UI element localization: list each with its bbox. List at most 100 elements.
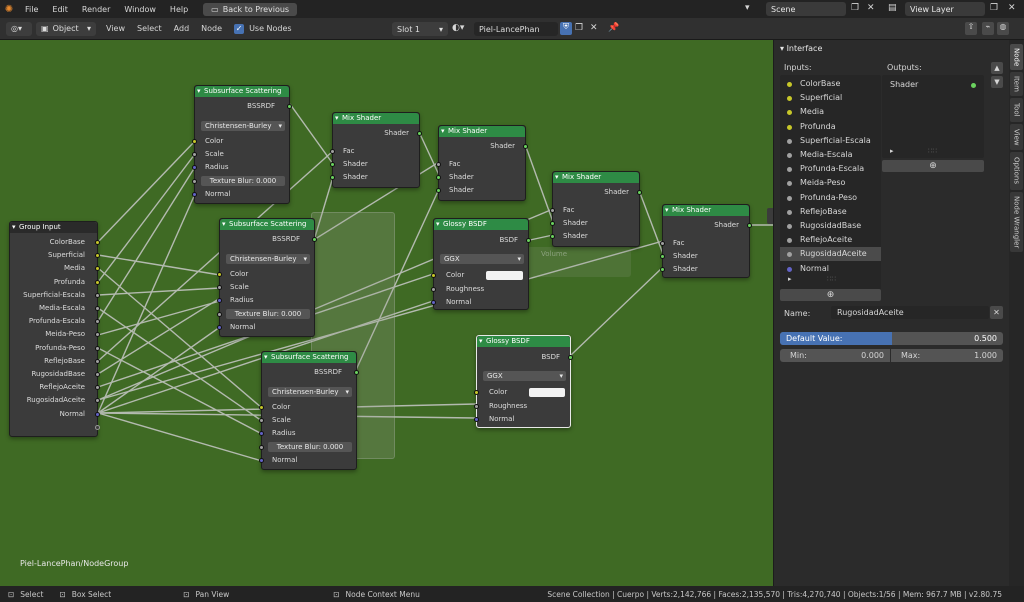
delete-view-layer-icon[interactable]: ✕ [1008,3,1016,13]
input-socket[interactable] [436,188,441,193]
tab-item[interactable]: Item [1010,72,1023,96]
input-socket[interactable] [217,272,222,277]
use-nodes-checkbox[interactable]: ✓ [234,23,245,34]
delete-scene-icon[interactable]: ✕ [867,3,875,13]
node-header[interactable]: Group Input [10,222,97,233]
input-socket[interactable] [192,139,197,144]
output-socket[interactable] [95,279,100,285]
header-menu-view[interactable]: View [106,24,125,33]
output-socket[interactable] [287,104,292,109]
menu-file[interactable]: File [25,4,39,14]
input-socket[interactable] [259,418,264,423]
node-header[interactable]: Subsurface Scattering [262,352,356,363]
input-socket[interactable] [259,445,264,450]
list-expand-icon[interactable]: ▸ [788,275,792,283]
menu-render[interactable]: Render [81,4,111,14]
input-socket[interactable] [192,192,197,197]
output-socket[interactable] [95,398,100,404]
input-socket[interactable] [259,431,264,436]
output-socket[interactable] [526,238,531,243]
back-to-previous-button[interactable]: ▭Back to Previous [203,2,298,16]
object-mode-dropdown[interactable]: ▣Object▾ [36,21,96,36]
color-swatch[interactable] [486,271,523,280]
output-socket[interactable] [95,319,100,325]
mix-shader-node-4[interactable]: Mix Shader Shader Fac Shader Shader [660,204,752,278]
interface-input-item[interactable]: RugosidadAceite [780,247,881,262]
new-view-layer-icon[interactable]: ❐ [990,3,999,13]
mix-shader-node-2[interactable]: Mix Shader Shader Fac Shader Shader [436,125,528,201]
node-canvas[interactable]: Volume Group Input ColorBaseSuperficialM… [0,40,773,586]
interface-input-item[interactable]: Superficial-Escala [780,134,881,148]
output-socket[interactable] [95,345,100,351]
input-socket[interactable] [217,285,222,290]
name-field[interactable]: RugosidadAceite [831,306,989,319]
list-expand-icon[interactable]: ▸ [890,147,894,155]
input-socket[interactable] [431,300,436,305]
subsurface-scattering-node-3[interactable]: Subsurface Scattering BSSRDF Christensen… [259,351,359,470]
falloff-dropdown[interactable]: Christensen-Burley▾ [226,254,310,264]
menu-help[interactable]: Help [169,4,189,14]
clear-name-button[interactable]: ✕ [990,306,1003,319]
interface-panel-header[interactable]: ▾ Interface [780,44,823,53]
node-header[interactable]: Glossy BSDF [477,336,570,347]
tab-node-wrangler[interactable]: Node Wrangler [1010,192,1023,252]
mix-shader-node-1[interactable]: Mix Shader Shader Fac Shader Shader [330,112,422,188]
node-header[interactable]: Mix Shader [439,126,525,137]
input-socket[interactable] [330,162,335,167]
input-socket[interactable] [431,287,436,292]
interface-input-item[interactable]: Profunda-Escala [780,162,881,176]
output-socket[interactable] [747,223,752,228]
empty-output-socket[interactable] [95,424,100,430]
distribution-dropdown[interactable]: GGX▾ [440,254,524,264]
interface-input-item[interactable]: Superficial [780,91,881,105]
output-socket[interactable] [95,332,100,338]
output-socket[interactable] [95,253,100,259]
duplicate-material-icon[interactable]: ❐ [575,23,584,33]
output-socket[interactable] [95,306,100,311]
interface-input-item[interactable]: ColorBase [780,77,881,91]
input-socket[interactable] [217,298,222,303]
glossy-bsdf-node-2[interactable]: Glossy BSDF BSDF GGX▾ Color Roughness No… [474,335,573,428]
move-down-button[interactable]: ▼ [991,76,1003,88]
add-output-button[interactable]: ⊕ [882,160,984,172]
input-socket[interactable] [550,234,555,239]
group-input-node[interactable]: Group Input ColorBaseSuperficialMediaPro… [9,221,100,437]
output-socket[interactable] [417,131,422,136]
input-socket[interactable] [660,267,665,272]
input-socket[interactable] [550,208,555,213]
input-socket[interactable] [660,254,665,259]
interface-input-item[interactable]: RugosidadBase [780,219,881,233]
distribution-dropdown[interactable]: GGX▾ [483,371,566,381]
min-field[interactable]: Min: 0.000 [780,349,890,362]
offscreen-node-edge[interactable] [767,208,773,224]
move-up-button[interactable]: ▲ [991,62,1003,74]
node-header[interactable]: Mix Shader [553,172,639,183]
input-socket[interactable] [660,241,665,246]
default-value-slider[interactable]: Default Value: 0.500 [780,332,1003,345]
output-socket[interactable] [354,370,359,375]
node-header[interactable]: Mix Shader [333,113,419,124]
output-socket[interactable] [95,292,100,298]
input-socket[interactable] [192,179,197,184]
node-header[interactable]: Mix Shader [663,205,749,216]
header-menu-select[interactable]: Select [136,24,162,33]
tab-view[interactable]: View [1010,124,1023,150]
view-layer-icon[interactable]: ▤ [888,3,897,13]
list-resize-handle[interactable]: ∷∷ [928,147,937,155]
header-menu-add[interactable]: Add [173,24,190,33]
slot-dropdown[interactable]: Slot 1▾ [392,22,448,36]
tab-tool[interactable]: Tool [1010,98,1023,122]
output-socket[interactable] [568,355,573,360]
interface-output-item[interactable]: Shader [882,78,984,92]
input-socket[interactable] [217,312,222,317]
input-socket[interactable] [436,162,441,167]
falloff-dropdown[interactable]: Christensen-Burley▾ [201,121,285,131]
view-layer-selector[interactable]: View Layer [905,2,985,16]
output-socket[interactable] [637,190,642,195]
blender-logo-icon[interactable]: ✺ [4,3,14,15]
interface-input-item[interactable]: Meida-Peso [780,176,881,190]
material-browse-icon[interactable]: ◐▾ [452,23,465,33]
output-socket[interactable] [95,372,100,377]
output-socket[interactable] [95,240,100,245]
input-socket[interactable] [474,417,479,422]
